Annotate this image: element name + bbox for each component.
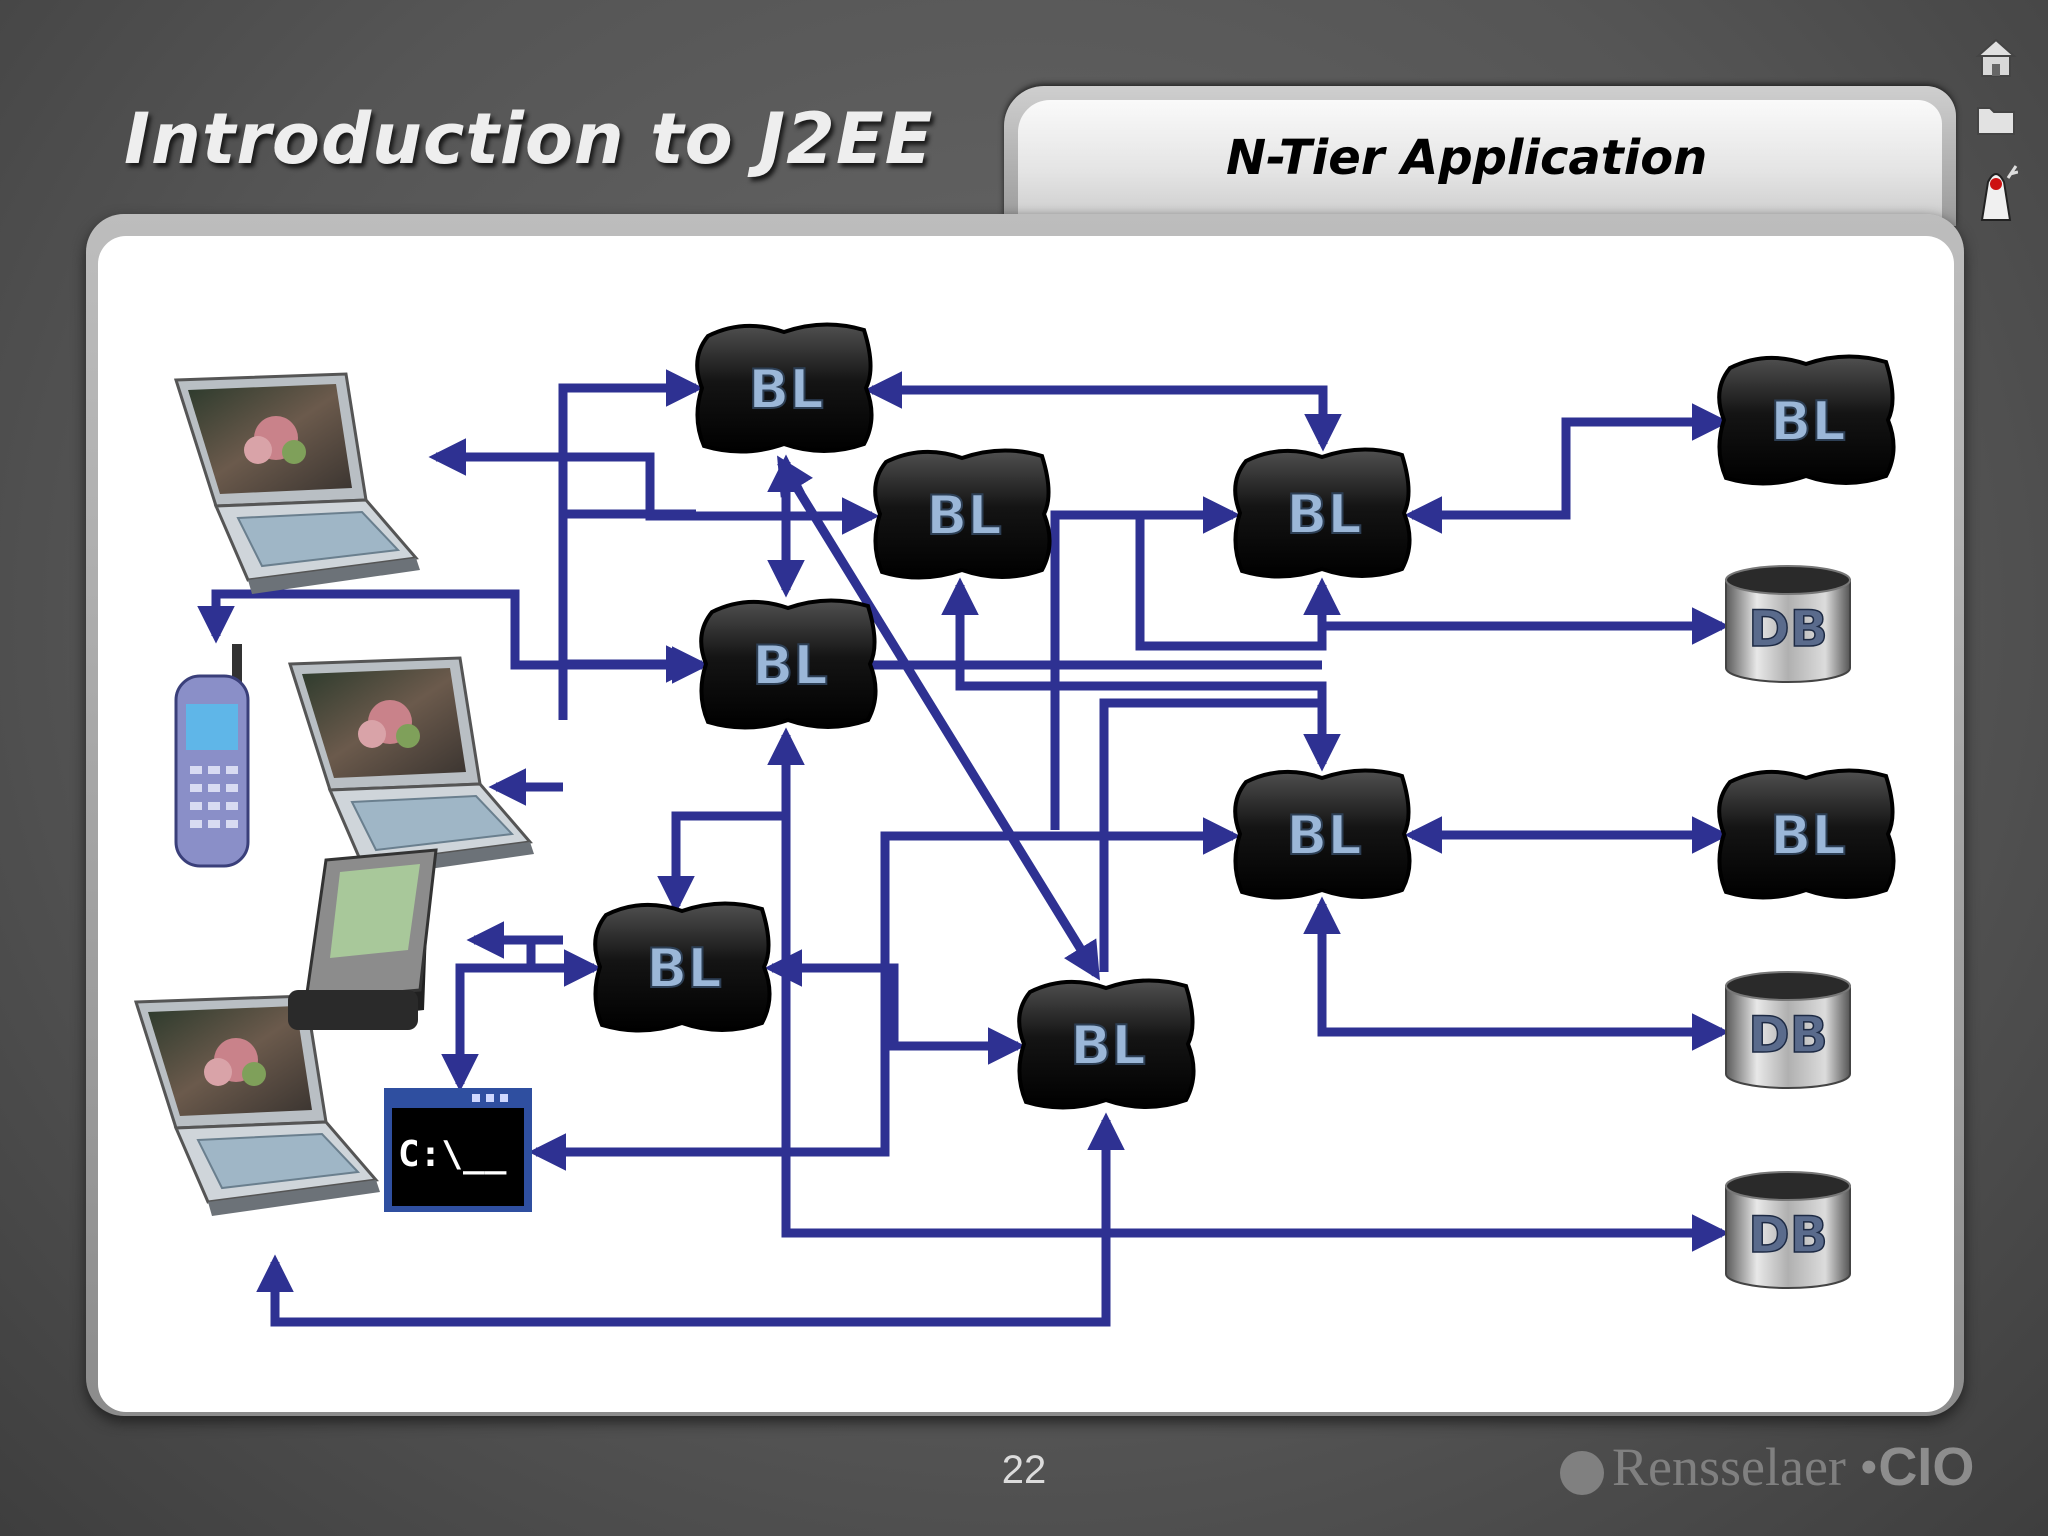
database-node: DB: [1725, 565, 1851, 683]
business-logic-node: BL: [699, 598, 878, 730]
slide-subtitle: N-Tier Application: [1226, 130, 1708, 186]
connector: [764, 949, 1026, 1065]
console-client: C:\__: [384, 1088, 532, 1212]
seal-icon: [1560, 1450, 1604, 1495]
connector: [428, 438, 880, 535]
database-label: DB: [1748, 1006, 1828, 1064]
business-logic-node: BL: [1233, 447, 1412, 579]
subtitle-tab: [1018, 100, 1942, 230]
connector: [941, 577, 1341, 772]
business-logic-label: BL: [1770, 804, 1846, 867]
business-logic-label: BL: [752, 634, 828, 697]
pda-client: [288, 848, 438, 1030]
home-icon[interactable]: [1974, 36, 2018, 80]
connector: [197, 589, 710, 684]
connector: [657, 811, 786, 914]
business-logic-label: BL: [1070, 1014, 1146, 1077]
database-label: DB: [1748, 600, 1828, 658]
business-logic-label: BL: [1286, 804, 1362, 867]
connector: [1404, 403, 1730, 534]
business-logic-node: BL: [1717, 768, 1896, 900]
connector: [1303, 896, 1730, 1051]
folder-icon[interactable]: [1974, 96, 2018, 140]
slide-title: Introduction to J2EE: [124, 98, 934, 180]
business-logic-node: BL: [873, 448, 1052, 580]
business-logic-label: BL: [1286, 483, 1362, 546]
laptop-client-2: [288, 656, 536, 880]
connector: [441, 963, 531, 1092]
svg-text:C:\__: C:\__: [398, 1134, 507, 1175]
business-logic-node: BL: [695, 322, 874, 454]
business-logic-node: BL: [1717, 354, 1896, 486]
cio-logo-text: CIO: [1878, 1437, 1975, 1497]
business-logic-node: BL: [593, 901, 772, 1033]
connector: [864, 371, 1342, 452]
laptop-client-1: [174, 372, 422, 596]
database-node: DB: [1725, 971, 1851, 1089]
database-label: DB: [1748, 1206, 1828, 1264]
java-duke-icon[interactable]: [1974, 160, 2018, 224]
logo-text: Rensselaer: [1612, 1437, 1846, 1497]
connector: [256, 1112, 1125, 1327]
connector: [558, 369, 704, 720]
business-logic-label: BL: [1770, 390, 1846, 453]
database-node: DB: [1725, 1171, 1851, 1289]
rensselaer-logo: Rensselaer •CIO: [1560, 1436, 1974, 1500]
mobile-phone-client: [174, 644, 250, 868]
business-logic-label: BL: [748, 358, 824, 421]
page-number: 22: [1001, 1448, 1047, 1492]
business-logic-node: BL: [1233, 768, 1412, 900]
business-logic-label: BL: [926, 484, 1002, 547]
business-logic-node: BL: [1017, 978, 1196, 1110]
connector-lines: [197, 369, 1730, 1327]
business-logic-label: BL: [646, 937, 722, 1000]
